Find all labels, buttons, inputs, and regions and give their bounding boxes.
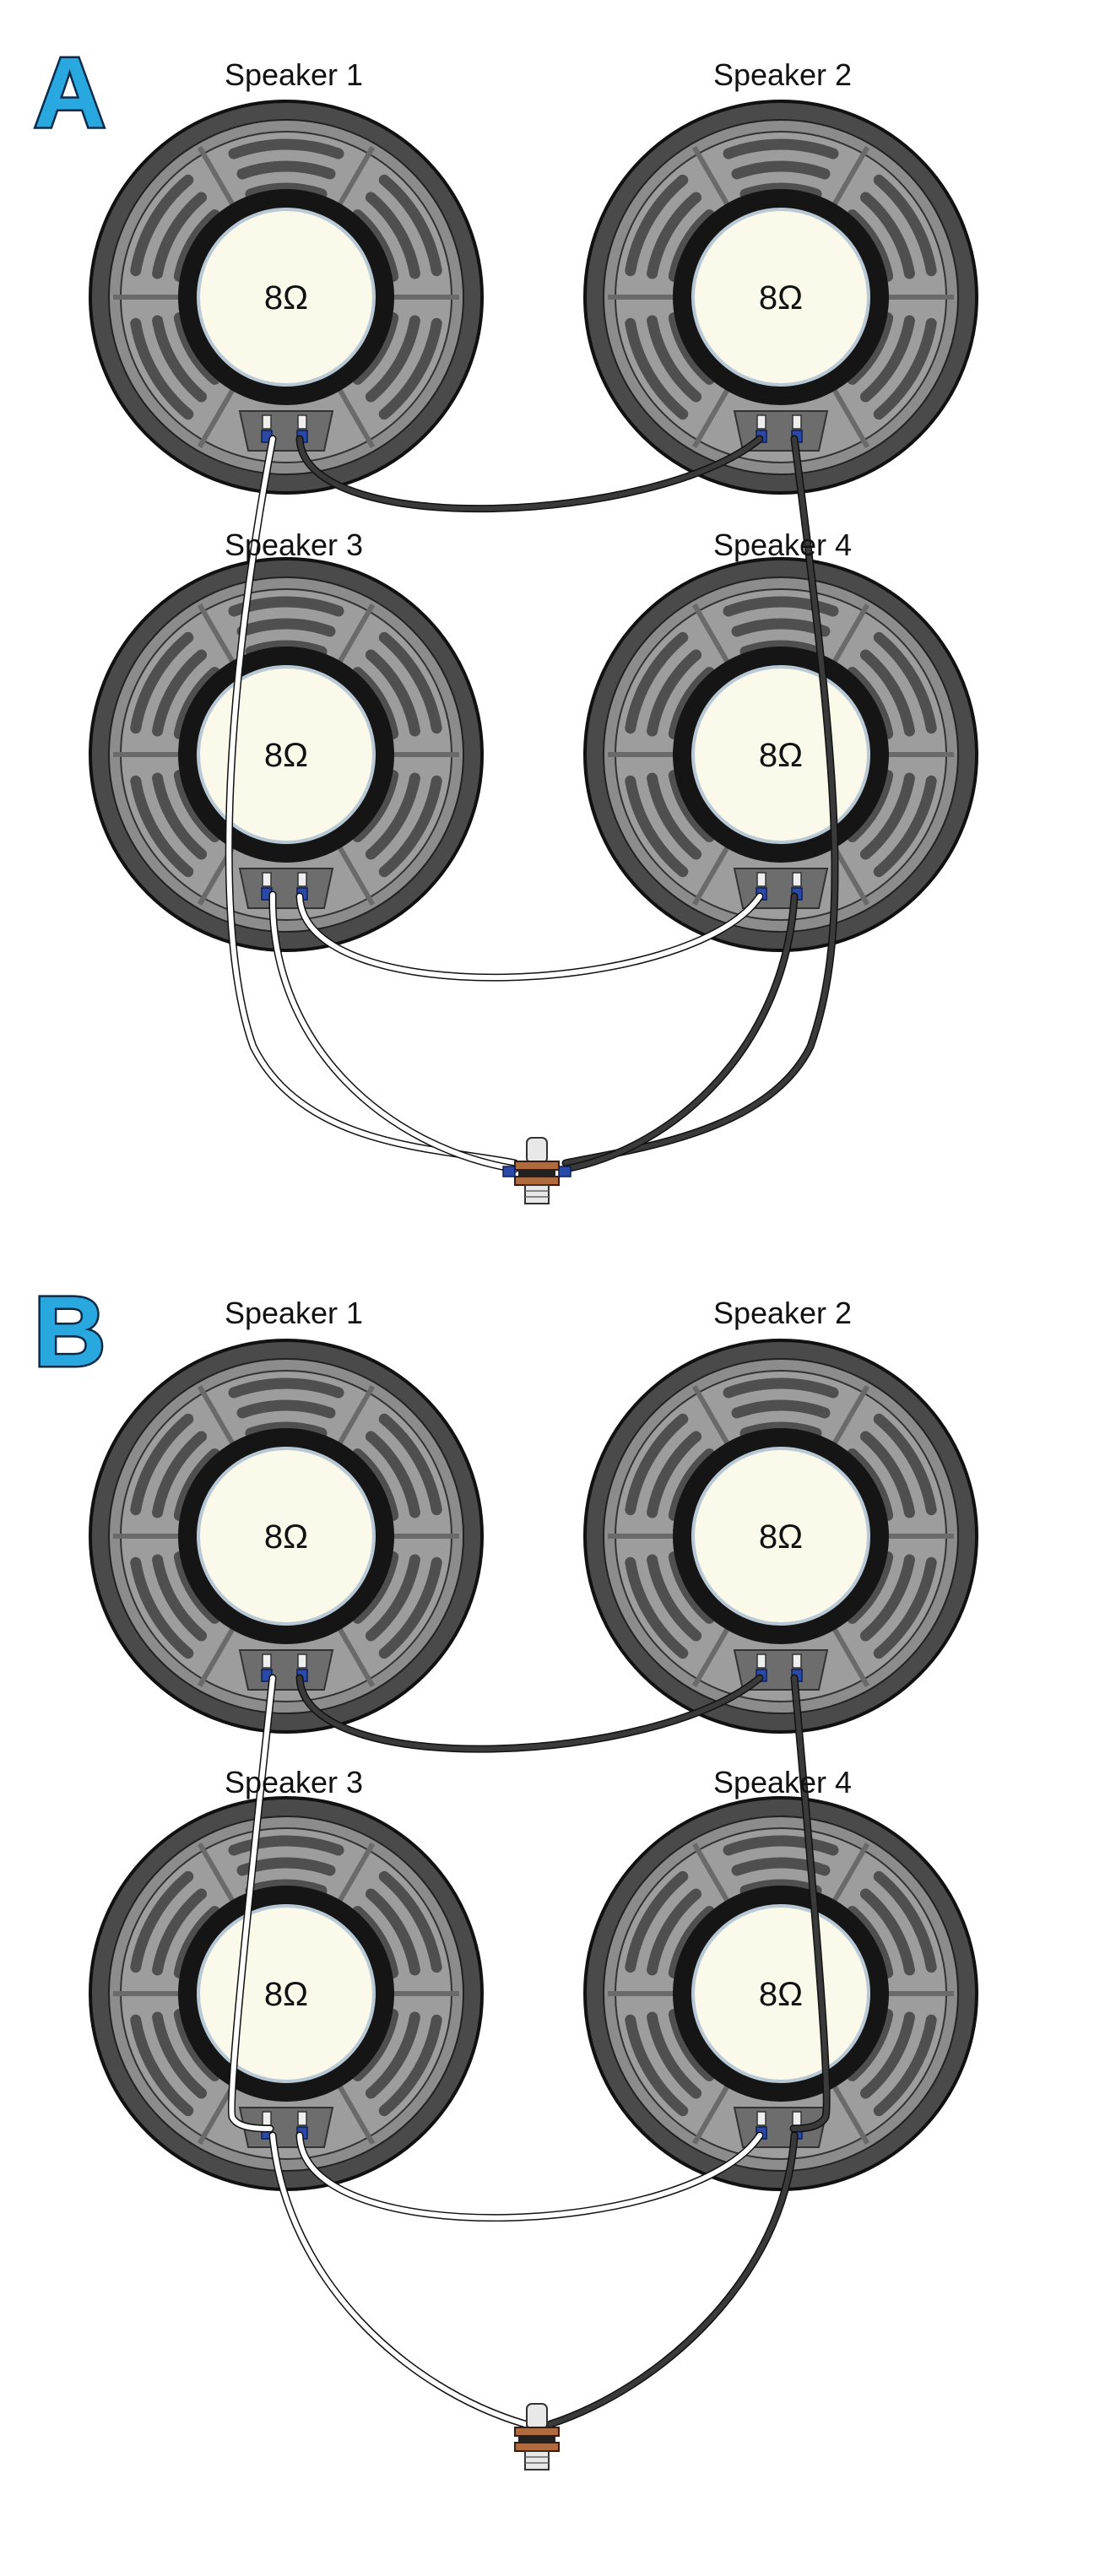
- wires-b: [227, 1674, 831, 2428]
- panel-b-letter: B: [34, 1276, 106, 1388]
- speaker-2-b: 8Ω: [585, 1340, 977, 1732]
- speaker-1-label: Speaker 1: [225, 57, 363, 92]
- impedance-label: 8Ω: [759, 1976, 803, 2013]
- speaker-2-a: 8Ω: [585, 101, 977, 493]
- impedance-label: 8Ω: [264, 1518, 308, 1556]
- impedance-label: 8Ω: [759, 1518, 803, 1556]
- panel-a: A 8Ω 8Ω 8Ω 8Ω Speaker 1 Speaker 2: [32, 35, 977, 1204]
- output-jack-a: [502, 1137, 571, 1204]
- panel-a-letter: A: [34, 37, 106, 149]
- impedance-label: 8Ω: [759, 737, 803, 774]
- impedance-label: 8Ω: [264, 737, 308, 774]
- speaker-4-label: Speaker 4: [713, 528, 852, 562]
- impedance-label: 8Ω: [759, 279, 803, 317]
- speaker-4-label: Speaker 4: [713, 1765, 852, 1799]
- speaker-4-a: 8Ω: [585, 559, 977, 950]
- speaker-3-b: 8Ω: [90, 1798, 482, 2189]
- speaker-3-label: Speaker 3: [225, 528, 363, 562]
- speaker-2-label: Speaker 2: [713, 57, 852, 92]
- speaker-3-a: 8Ω: [90, 559, 482, 950]
- speaker-2-label: Speaker 2: [713, 1296, 852, 1330]
- panel-b: B 8Ω 8Ω 8Ω 8Ω Speaker 1 Speaker 2: [32, 1274, 977, 2470]
- speaker-1-label: Speaker 1: [225, 1296, 363, 1330]
- speaker-1-b: 8Ω: [90, 1340, 482, 1732]
- speaker-1-a: 8Ω: [90, 101, 482, 493]
- wires-a: [225, 435, 839, 1173]
- impedance-label: 8Ω: [264, 1976, 308, 2013]
- speaker-3-label: Speaker 3: [225, 1765, 363, 1799]
- impedance-label: 8Ω: [264, 279, 308, 317]
- output-jack-b: [514, 2403, 560, 2470]
- speaker-4-b: 8Ω: [585, 1798, 977, 2189]
